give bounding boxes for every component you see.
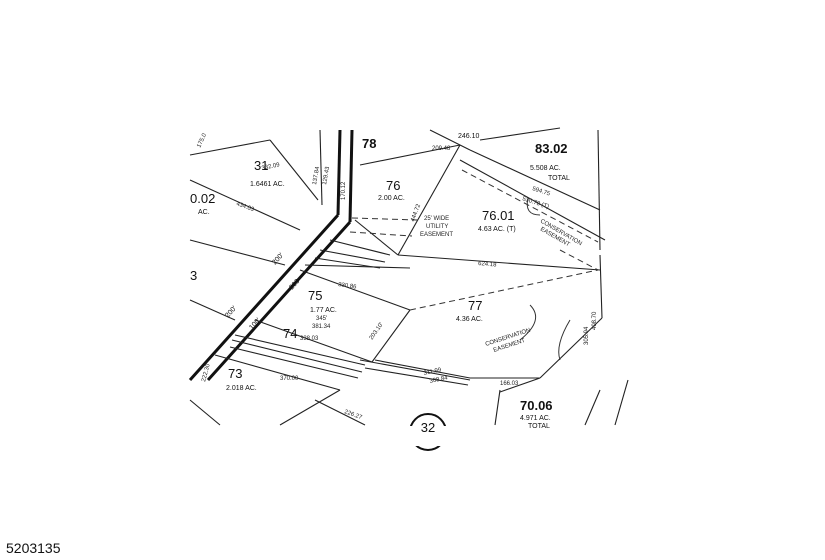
- lot-70-06-number: 70.06: [520, 398, 553, 413]
- lot-76-acreage: 2.00 AC.: [378, 195, 405, 202]
- lot-83-02-total: TOTAL: [548, 175, 570, 182]
- dim-129-43: 129.43: [322, 166, 331, 186]
- dim-370-00: 370.00: [280, 376, 299, 382]
- lot-0-02-number: 0.02: [190, 191, 215, 206]
- lot-76-01-acreage: 4.63 AC. (T): [478, 226, 516, 233]
- dim-209-48: 209.48: [432, 146, 451, 152]
- dim-624-18: 624.18: [478, 261, 497, 269]
- easement-bracket: [526, 197, 541, 216]
- dim-137-84: 137.84: [312, 166, 321, 186]
- lot-77-number: 77: [468, 298, 482, 313]
- easement-bracket: [558, 319, 571, 361]
- lot-76-number: 76: [386, 178, 400, 193]
- lot-75-acreage: 1.77 AC.: [310, 307, 337, 314]
- lot-83-02-number: 83.02: [535, 141, 568, 156]
- lot-73-number: 73: [228, 366, 242, 381]
- easement-lines: [349, 169, 599, 311]
- dim-381-34: 381.34: [312, 324, 331, 330]
- lot-3-number: 3: [190, 268, 197, 283]
- lot-76-01-number: 76.01: [482, 208, 515, 223]
- dim-332-09: 332.09: [261, 162, 281, 172]
- dim-408-70: 408.70: [592, 311, 598, 330]
- utility-easement-line1: 25' WIDE: [424, 216, 449, 222]
- lot-77-acreage: 4.36 AC.: [456, 316, 483, 323]
- dim-170-12: 170.12: [341, 181, 347, 200]
- main-road: [188, 129, 354, 382]
- lot-83-02-acreage: 5.508 AC.: [530, 165, 561, 172]
- dim-308-84: 308.84: [429, 375, 449, 385]
- listing-id: 5203135: [6, 540, 61, 556]
- dim-246-10: 246.10: [458, 133, 480, 140]
- lot-75-number: 75: [308, 288, 322, 303]
- dim-166-03: 166.03: [500, 381, 519, 387]
- dim-305-94: 305.94: [584, 326, 590, 345]
- lot-78-number: 78: [362, 136, 376, 151]
- dim-594-75: 594.75: [531, 186, 551, 198]
- lot-73-acreage: 2.018 AC.: [226, 385, 257, 392]
- utility-easement-line2: UTILITY: [426, 224, 448, 230]
- dim-311-99: 311.99: [423, 367, 442, 377]
- parcel-lines: [189, 127, 629, 426]
- lot-31-number: 31: [254, 158, 268, 173]
- lot-70-06-acreage: 4.971 AC.: [520, 415, 551, 422]
- block-number: 32: [421, 420, 435, 435]
- lot-74-number: 74: [283, 326, 297, 341]
- easement-bracket: [519, 304, 537, 341]
- lot-70-06-total: TOTAL: [528, 423, 550, 430]
- dim-222-30: 222.30: [201, 363, 212, 383]
- utility-easement-line3: EASEMENT: [420, 232, 453, 238]
- lot-31-acreage: 1.6461 AC.: [250, 181, 285, 188]
- dim-330-86: 330.86: [338, 282, 358, 291]
- lot-0-02-acreage: AC.: [198, 209, 210, 216]
- dim-338-03: 338.03: [300, 336, 319, 342]
- dim-345: 345': [316, 316, 327, 322]
